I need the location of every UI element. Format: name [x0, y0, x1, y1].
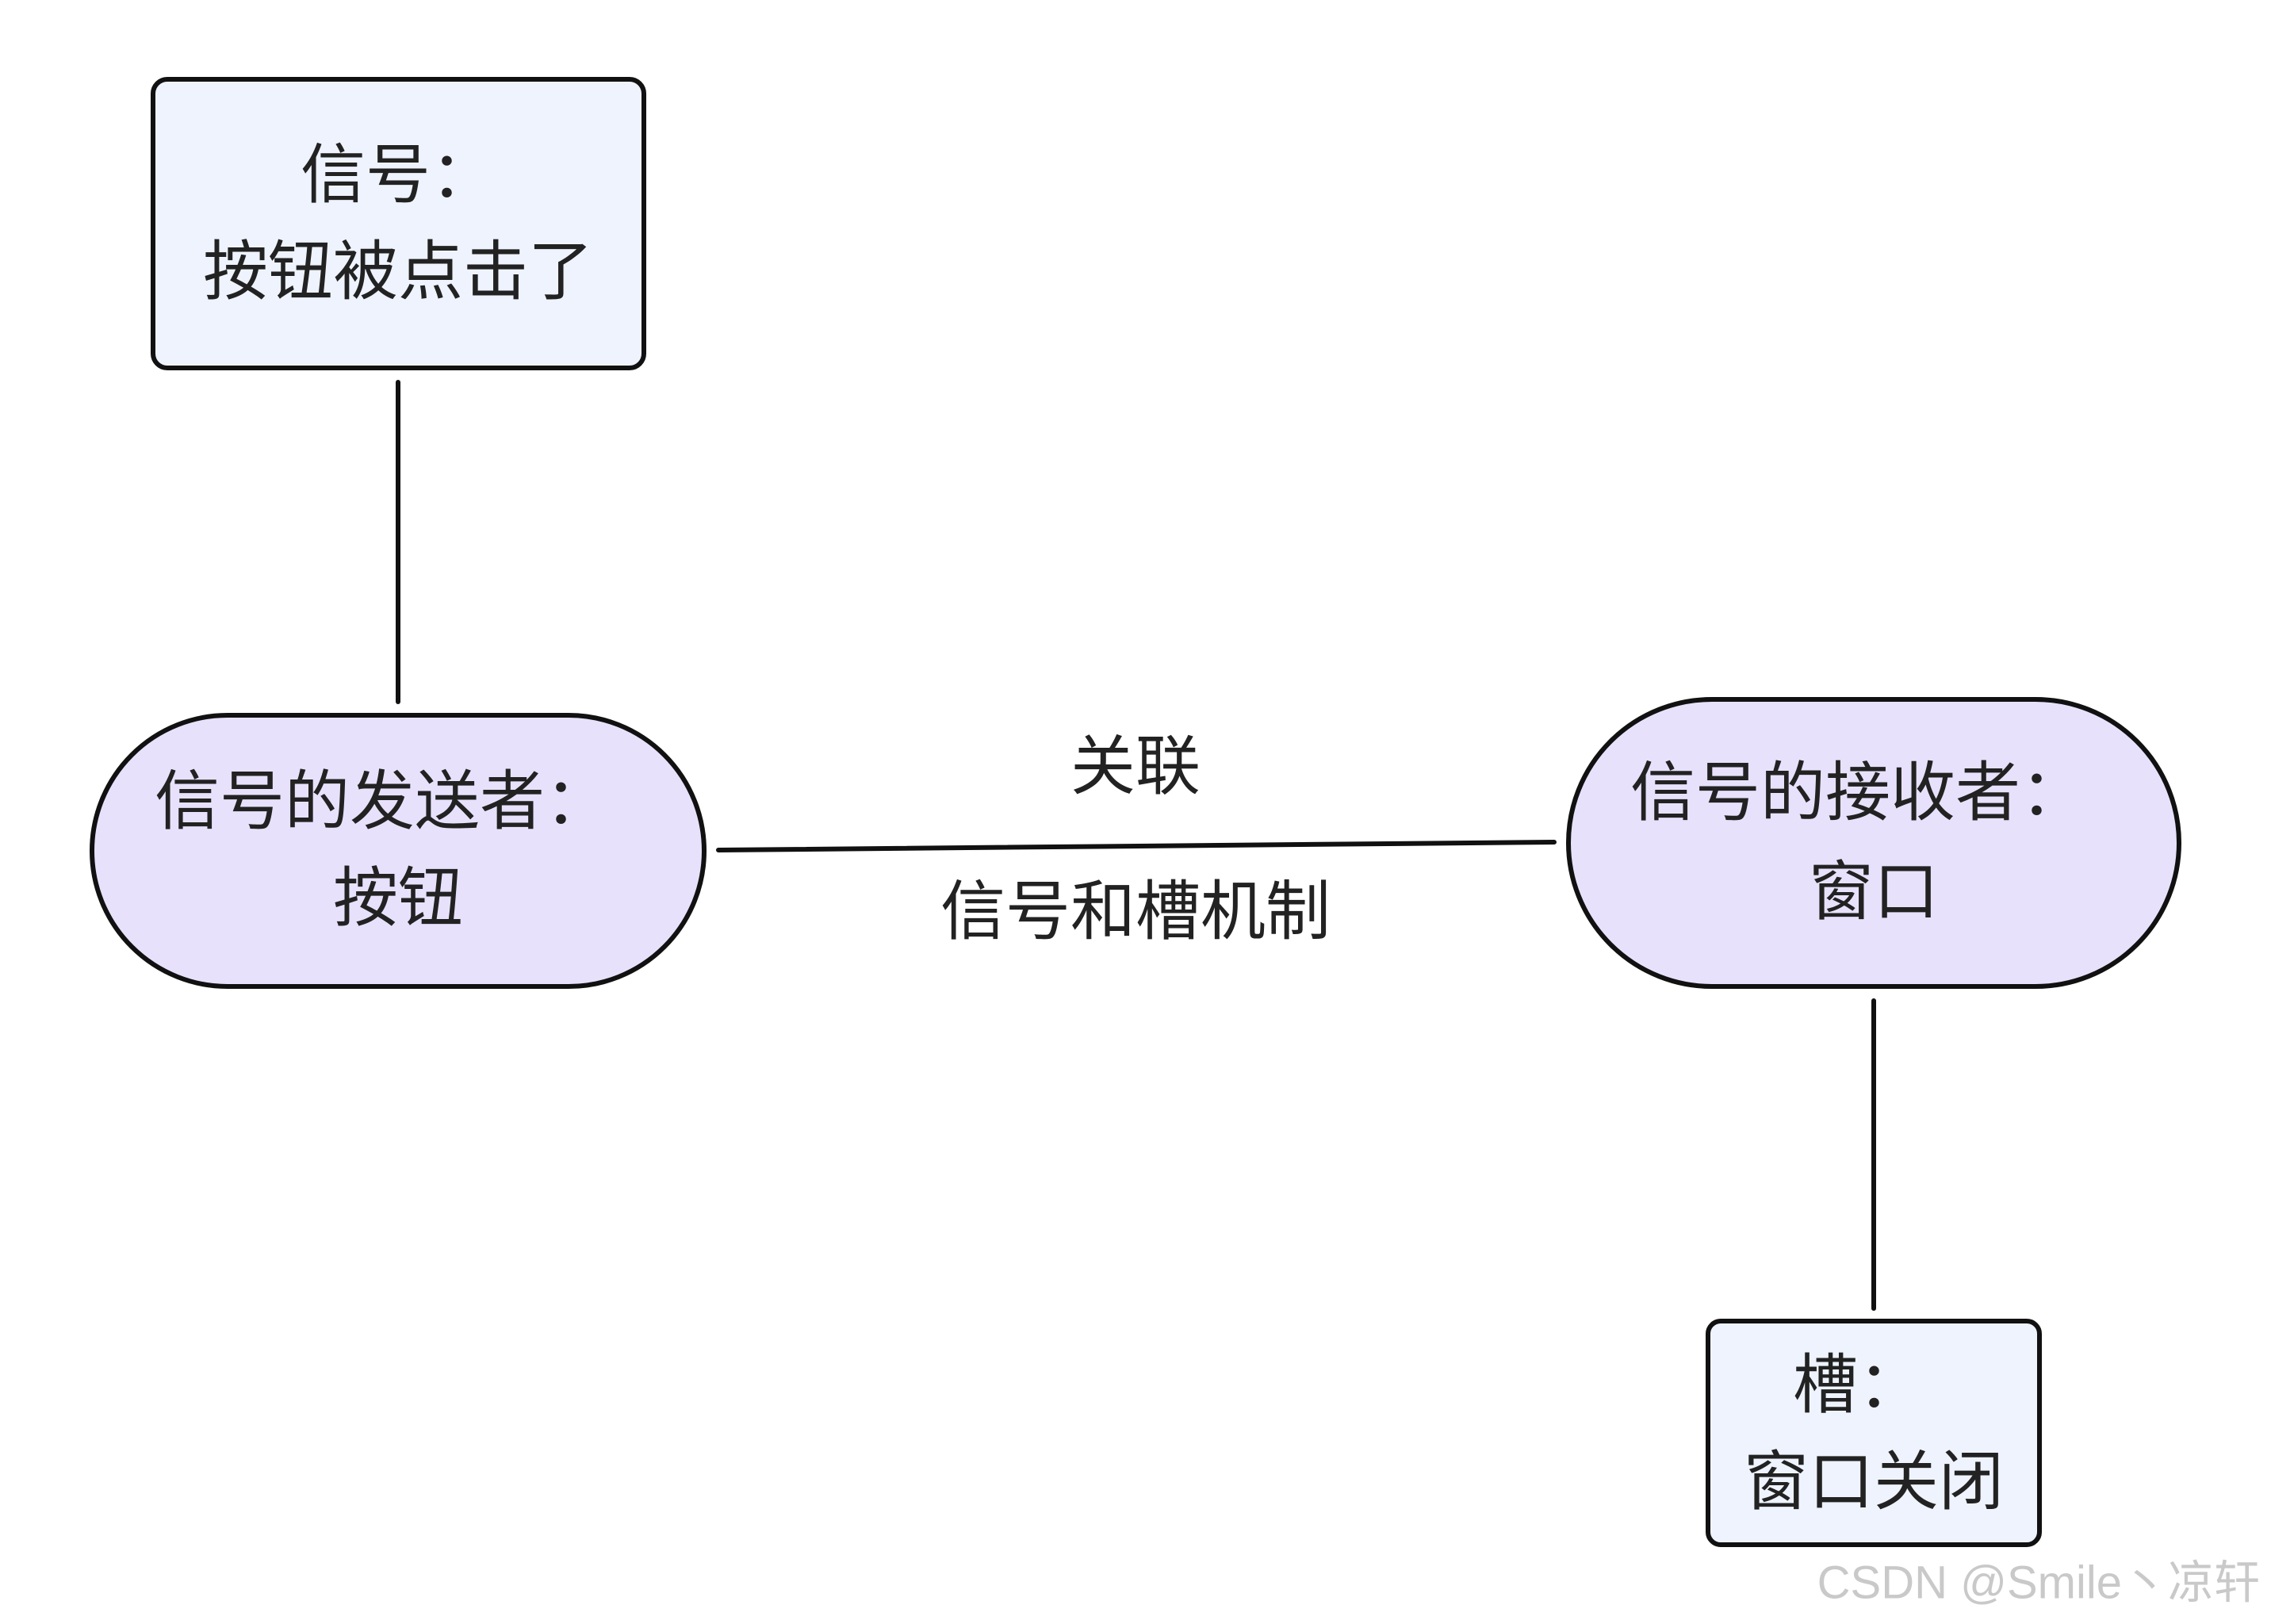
- node-signal-line2: 按钮被点击了: [203, 234, 593, 309]
- node-receiver-pill: [1566, 697, 2181, 989]
- node-sender-line2: 按钮: [333, 860, 463, 936]
- node-sender: 信号的发送者： 按钮: [90, 713, 707, 989]
- watermark-text: CSDN @Smile丶凉轩: [1817, 1557, 2260, 1608]
- node-sender-pill: [90, 713, 707, 989]
- node-receiver: 信号的接收者： 窗口: [1566, 697, 2181, 989]
- edge-label-mechanism: 信号和槽机制: [940, 874, 1331, 949]
- node-signal-line1: 信号：: [301, 137, 496, 213]
- node-slot-line2: 窗口关闭: [1744, 1444, 2004, 1519]
- edge-sender-to-receiver: [716, 840, 1557, 852]
- node-signal: 信号： 按钮被点击了: [151, 77, 646, 370]
- node-slot: 槽： 窗口关闭: [1706, 1319, 2042, 1547]
- edge-label-association: 关联: [1070, 729, 1201, 804]
- node-signal-box: [151, 77, 646, 370]
- node-slot-box: [1706, 1319, 2042, 1547]
- node-slot-line1: 槽：: [1793, 1347, 1923, 1423]
- node-sender-line1: 信号的发送者：: [155, 764, 610, 839]
- node-receiver-line2: 窗口: [1809, 854, 1939, 929]
- node-receiver-line1: 信号的接收者：: [1630, 755, 2085, 830]
